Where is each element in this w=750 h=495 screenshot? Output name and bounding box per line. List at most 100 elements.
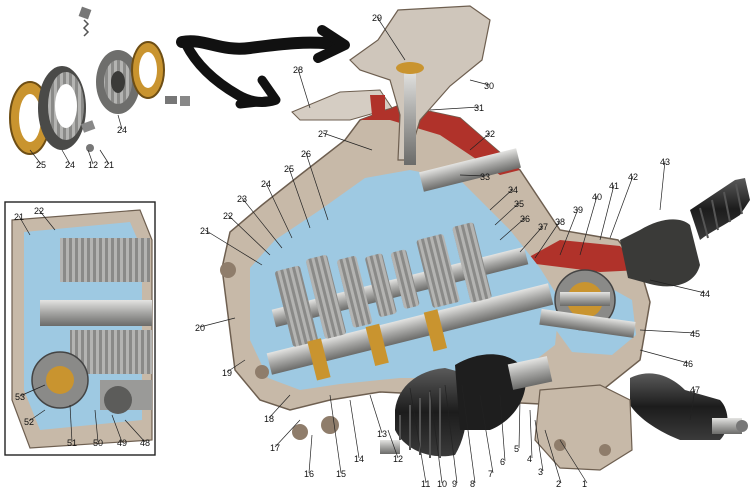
callout-label-29: 29	[372, 13, 382, 23]
callout-label-45: 45	[690, 329, 700, 339]
leader-line	[268, 394, 291, 419]
callout-label-24: 24	[65, 160, 75, 170]
housing-flange-bottom	[534, 384, 633, 471]
callout-label-22: 22	[223, 211, 233, 221]
callout-label-38: 38	[555, 217, 565, 227]
callout-label-26: 26	[301, 149, 311, 159]
callout-label-35: 35	[514, 199, 524, 209]
callout-label-41: 41	[609, 181, 619, 191]
leader-line	[18, 215, 31, 236]
leader-line	[489, 188, 514, 211]
leader-line	[274, 419, 301, 448]
leader-line	[19, 384, 46, 397]
callout-label-50: 50	[93, 438, 103, 448]
leader-line	[499, 394, 506, 462]
callout-label-5: 5	[514, 444, 519, 454]
leader-line	[204, 229, 263, 266]
callout-labels: 1234567891011121314151617181920212223242…	[14, 13, 710, 489]
callout-label-19: 19	[222, 368, 232, 378]
leader-line	[469, 132, 491, 151]
leader-line	[469, 79, 490, 86]
callout-label-25: 25	[36, 160, 46, 170]
callout-label-33: 33	[480, 172, 490, 182]
callout-label-22: 22	[34, 206, 44, 216]
callout-label-4: 4	[527, 454, 532, 464]
leader-line	[124, 419, 146, 443]
callout-label-48: 48	[140, 438, 150, 448]
callout-label-9: 9	[452, 479, 457, 489]
leader-line	[534, 419, 544, 472]
leader-line	[199, 317, 236, 328]
leader-line	[308, 434, 313, 474]
callout-label-24: 24	[261, 179, 271, 189]
leader-line	[609, 175, 634, 239]
callout-label-44: 44	[700, 289, 710, 299]
leader-line	[518, 399, 521, 449]
leader-lines	[18, 16, 706, 484]
leader-line	[38, 209, 56, 231]
callout-label-37: 37	[538, 222, 548, 232]
callout-label-1: 1	[582, 479, 587, 489]
hand-drawn-arrow	[176, 25, 350, 109]
leader-line	[288, 167, 311, 229]
leader-line	[117, 114, 123, 130]
callout-label-8: 8	[470, 479, 475, 489]
callout-label-42: 42	[628, 172, 638, 182]
leader-line	[329, 394, 342, 474]
leader-line	[61, 149, 71, 165]
leader-line	[322, 132, 373, 151]
callout-label-39: 39	[573, 205, 583, 215]
callout-label-2: 2	[556, 479, 561, 489]
leader-line	[499, 217, 526, 241]
leader-line	[459, 174, 486, 177]
callout-label-40: 40	[592, 192, 602, 202]
callout-label-13: 13	[377, 429, 387, 439]
leader-line	[534, 220, 561, 259]
leader-line	[99, 149, 110, 165]
callout-label-11: 11	[421, 479, 430, 489]
leader-line	[659, 160, 666, 211]
leader-line	[461, 384, 476, 484]
leader-line	[429, 389, 443, 484]
callout-label-10: 10	[437, 479, 447, 489]
leader-line	[599, 184, 615, 241]
callout-label-27: 27	[318, 129, 328, 139]
leader-line	[579, 195, 598, 256]
leader-line	[265, 182, 293, 239]
leader-line	[429, 106, 480, 111]
callout-label-20: 20	[195, 323, 205, 333]
callout-label-7: 7	[488, 469, 493, 479]
leader-line	[494, 202, 520, 226]
callout-label-12: 12	[88, 160, 98, 170]
callout-label-12: 12	[393, 454, 403, 464]
callout-label-51: 51	[67, 438, 77, 448]
leader-line	[69, 404, 73, 443]
callout-label-36: 36	[520, 214, 530, 224]
leader-line	[444, 384, 458, 484]
callout-label-16: 16	[304, 469, 314, 479]
callout-label-49: 49	[117, 438, 127, 448]
callout-label-43: 43	[660, 157, 670, 167]
callout-label-6: 6	[500, 457, 505, 467]
leader-line	[479, 394, 494, 474]
leader-line	[639, 349, 689, 364]
left-drive-shaft	[380, 354, 553, 458]
leader-line	[369, 394, 383, 434]
leader-line	[529, 409, 533, 459]
leader-line	[226, 359, 246, 373]
leader-line	[639, 329, 696, 334]
leader-line	[29, 149, 42, 165]
callout-label-25: 25	[284, 164, 294, 174]
shafts-and-gears	[266, 148, 636, 381]
callout-label-21: 21	[104, 160, 114, 170]
callout-label-53: 53	[15, 392, 25, 402]
leader-line	[297, 68, 311, 109]
right-drive-shaft-upper	[620, 178, 750, 287]
callout-label-52: 52	[24, 417, 34, 427]
leader-line	[305, 152, 329, 221]
callout-label-15: 15	[336, 469, 346, 479]
callout-label-34: 34	[508, 185, 518, 195]
callout-label-14: 14	[354, 454, 364, 464]
callout-label-47: 47	[690, 385, 700, 395]
